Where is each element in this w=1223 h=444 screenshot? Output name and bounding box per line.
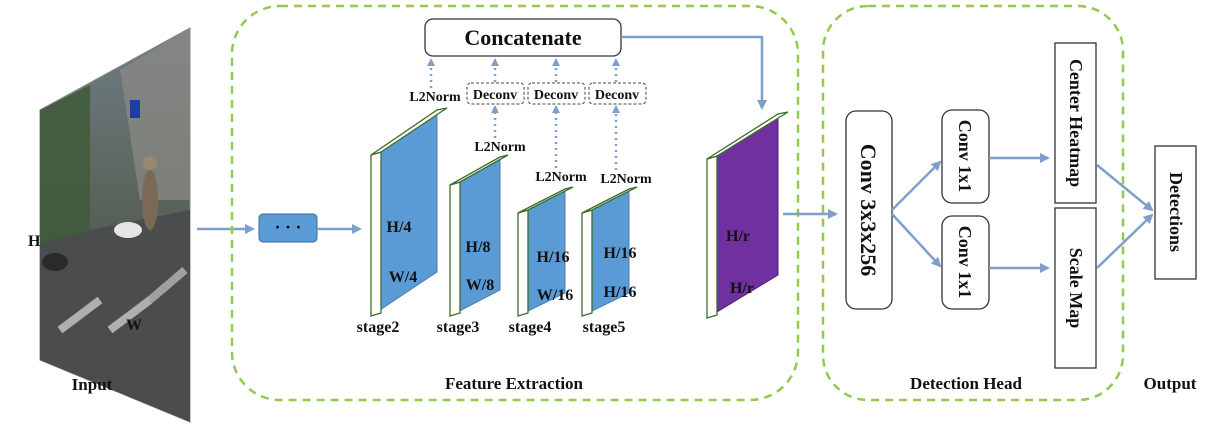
- arrow-conv3-to-conv1-top: [891, 160, 942, 211]
- stage2-feature-map: [370, 107, 448, 317]
- detections-label: Detections: [1166, 172, 1186, 252]
- arrow-scale-to-detections: [1096, 213, 1154, 269]
- dotted-arrows: [427, 58, 620, 170]
- conv1x1-top-box: [941, 109, 990, 204]
- stage4-bottom-label: W/16: [537, 287, 573, 304]
- l2norm-label-stage2: L2Norm: [409, 90, 461, 105]
- stage3-top-label: H/8: [466, 239, 491, 256]
- stage2-bottom-label: W/4: [389, 269, 417, 286]
- conv1x1-bottom-box: [941, 215, 990, 310]
- stage5-top-label: H/16: [604, 245, 637, 262]
- detection-head-region: [821, 4, 1125, 402]
- stage3-name-label: stage3: [437, 319, 480, 336]
- stage5-bottom-label: H/16: [604, 284, 637, 301]
- arrow-concat-to-output-map: [621, 35, 767, 110]
- conv1x1-bottom-label: Conv 1x1: [955, 226, 975, 299]
- concatenated-feature-map: [706, 111, 789, 319]
- center-heatmap-label: Center Heatmap: [1066, 59, 1086, 187]
- input-height-label: H: [28, 233, 41, 250]
- l2norm-label-stage3: L2Norm: [474, 140, 526, 155]
- conv1x1-top-label: Conv 1x1: [955, 120, 975, 193]
- arrow-conv3-to-conv1-bottom: [891, 213, 942, 268]
- stage5-feature-map: [581, 186, 638, 317]
- stage2-top-label: H/4: [387, 219, 412, 236]
- scale-map-box: [1054, 207, 1097, 369]
- output-caption: Output: [1144, 374, 1197, 393]
- scale-map-label: Scale Map: [1066, 248, 1086, 329]
- input-width-label: W: [126, 317, 142, 334]
- feature-extraction-region: [230, 4, 800, 402]
- deconv-box-stage4: [527, 82, 586, 105]
- stage2-name: stage2: [357, 319, 400, 336]
- deconv-label-stage3: Deconv: [473, 88, 517, 103]
- center-heatmap-box: [1054, 42, 1097, 204]
- deconv-box-stage3: [466, 82, 525, 105]
- concatenate-label: Concatenate: [464, 25, 582, 50]
- stage4-top-label: H/16: [537, 249, 570, 266]
- input-caption: Input: [72, 375, 113, 394]
- deconv-label-stage4: Deconv: [534, 88, 578, 103]
- output-map-bottom-label: H/r: [730, 280, 754, 297]
- deconv-box-stage5: [588, 82, 647, 105]
- stage4-feature-map: [517, 186, 574, 317]
- output-map-top-label: H/r: [726, 228, 750, 245]
- stage3-feature-map: [449, 154, 509, 317]
- detections-box: [1154, 145, 1197, 280]
- l2norm-label-stage5: L2Norm: [600, 172, 652, 187]
- deconv-label-stage5: Deconv: [595, 88, 639, 103]
- arrow-center-to-detections: [1096, 164, 1154, 212]
- stage3-bottom-label: W/8: [466, 277, 494, 294]
- conv3x3-label: Conv 3x3x256: [856, 144, 881, 277]
- detection-head-caption: Detection Head: [910, 374, 1022, 393]
- stage4-name: stage4: [509, 319, 552, 336]
- stage5-name: stage5: [583, 319, 626, 336]
- l2norm-label-stage4: L2Norm: [535, 170, 587, 185]
- ellipsis-label: · · ·: [274, 217, 301, 237]
- input-image: [39, 27, 191, 423]
- feature-extraction-caption: Feature Extraction: [445, 374, 584, 393]
